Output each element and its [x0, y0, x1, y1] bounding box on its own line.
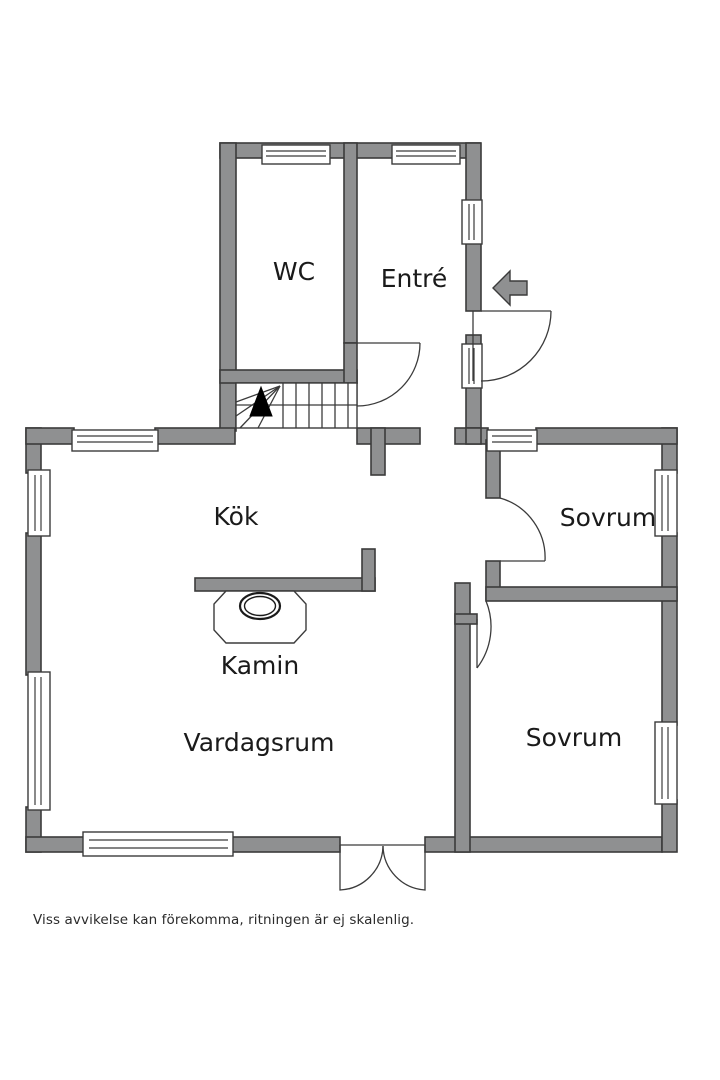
wall-between-sovrums	[485, 586, 678, 602]
door-sovrum-upper	[499, 497, 546, 562]
wall-kok-north-left	[25, 427, 75, 445]
room-label-wc: WC	[273, 257, 315, 286]
window-vardagsrum-south	[82, 831, 234, 857]
entry-direction-arrow	[492, 269, 528, 307]
wall-east-mid	[661, 532, 678, 726]
door-entrance	[472, 269, 552, 382]
wall-entre-east-mid	[465, 238, 482, 312]
wc-interior	[236, 157, 344, 383]
window-entre-east-2	[461, 343, 483, 389]
wall-kok-north-east	[356, 427, 421, 445]
door-sovrum-lower	[476, 600, 492, 669]
window-entre-east-1	[461, 199, 483, 245]
wall-sovrum-lower-west	[454, 582, 471, 853]
room-label-sovrum-lower: Sovrum	[526, 723, 622, 752]
windows	[27, 144, 678, 857]
stair-up-arrow	[249, 385, 273, 417]
room-interiors	[40, 157, 662, 840]
window-entre-top	[391, 144, 461, 165]
window-kok-west	[27, 469, 51, 537]
stairs	[235, 382, 358, 429]
wall-wc-door-jamb	[343, 342, 358, 384]
window-wc-top	[261, 144, 331, 165]
wall-stair-stub	[370, 427, 386, 476]
wall-south-left	[25, 836, 86, 853]
room-label-vardagsrum: Vardagsrum	[184, 728, 335, 757]
window-vardagsrum-west	[27, 671, 51, 811]
kamin-flue-inner-ring	[243, 595, 277, 617]
kamin-fixture	[194, 548, 376, 644]
window-kok-top	[71, 429, 159, 452]
disclaimer-caption: Viss avvikelse kan förekomma, ritningen …	[33, 912, 415, 928]
door-main-south	[339, 844, 426, 891]
wall-south-mid	[229, 836, 341, 853]
kamin-hearth-wall-riser	[361, 548, 376, 592]
fixture-label-kamin: Kamin	[221, 651, 299, 680]
wall-west-mid	[25, 532, 42, 676]
wall-entre-to-right-wing	[465, 427, 482, 445]
wall-sovrum-lower-door-jamb	[454, 613, 478, 625]
window-sovrum-upper-east	[654, 469, 678, 537]
window-sovrum-lower-east	[654, 721, 678, 805]
doors	[339, 269, 552, 891]
wall-wc-west	[219, 142, 237, 432]
entre-interior	[356, 157, 466, 383]
kamin-hearth-wall	[194, 577, 376, 592]
wall-wc-south	[219, 369, 358, 384]
wall-kok-north-right	[154, 427, 236, 445]
wall-east-bottom	[661, 799, 678, 853]
wall-right-wing-north-right	[535, 427, 678, 445]
room-label-kok: Kök	[214, 502, 259, 531]
window-sovrum-upper-top	[486, 429, 538, 452]
sovrum-lower-interior	[470, 600, 662, 840]
room-labels: WC Entré Kök Vardagsrum Sovrum Sovrum Ka…	[184, 257, 657, 757]
room-label-entre: Entré	[381, 264, 448, 293]
wall-wc-entre-partition	[343, 142, 358, 344]
room-label-sovrum-upper: Sovrum	[560, 503, 656, 532]
